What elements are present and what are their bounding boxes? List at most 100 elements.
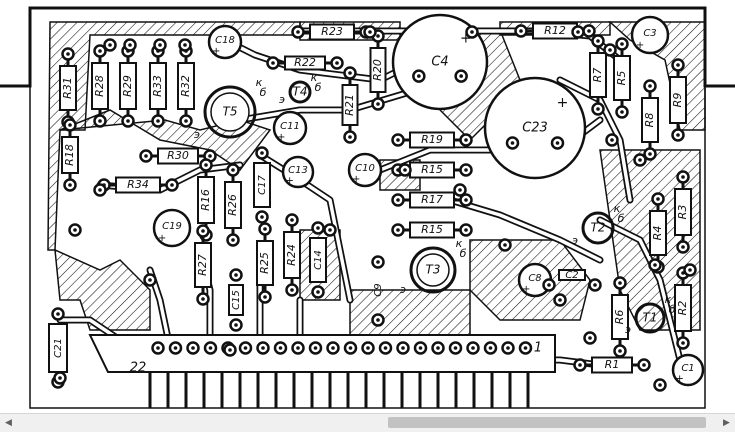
resistor-label: R18 <box>63 144 76 166</box>
transistor-label: T1 <box>643 311 658 325</box>
horizontal-scrollbar[interactable]: ◀ ▶ <box>0 413 735 432</box>
resistor-label: R25 <box>258 252 271 274</box>
transistor-t3: T3 э бк <box>400 237 467 296</box>
scroll-left-button[interactable]: ◀ <box>0 414 17 432</box>
capacitor-label: C21 <box>53 338 64 358</box>
resistor-r27: R27 <box>194 224 212 306</box>
capacitor-label: C18 <box>215 35 235 46</box>
resistor-label: R19 <box>421 133 443 146</box>
polarity-mark: + <box>636 40 644 51</box>
polarity-mark: + <box>286 175 294 186</box>
resistor-r12: R12 <box>514 22 596 40</box>
resistor-label: R29 <box>121 75 134 97</box>
resistor-label: R16 <box>199 189 212 211</box>
scroll-right-button[interactable]: ▶ <box>718 414 735 432</box>
capacitor-label: C13 <box>288 165 308 176</box>
resistor-label: R2 <box>676 301 689 316</box>
capacitor-label: C15 <box>231 290 242 310</box>
capacitor-c4: C4+ <box>391 13 489 111</box>
resistor-r18: R18 <box>61 118 79 192</box>
pin-label-emitter: э <box>279 93 285 106</box>
resistor-label: R22 <box>294 56 316 69</box>
resistor-label: R28 <box>93 75 106 97</box>
resistor-label: R8 <box>643 113 656 128</box>
arrow-left-icon: ◀ <box>5 418 12 428</box>
pin-label-emitter: э <box>572 234 578 247</box>
resistor-label: R20 <box>371 59 384 81</box>
resistor-r29: R29 <box>119 44 137 128</box>
pin-label-emitter: э <box>194 128 200 141</box>
resistor-label: R9 <box>671 93 684 108</box>
resistor-r21: R21 <box>341 66 359 144</box>
capacitor-label: C8 <box>528 273 541 284</box>
scrollbar-thumb[interactable] <box>388 417 706 428</box>
resistor-r15b: R15 <box>391 221 473 239</box>
capacitor-label: C2 <box>565 270 578 281</box>
capacitor-c15: C15 <box>228 268 244 332</box>
transistor-label: T3 <box>426 263 441 277</box>
resistor-label: R27 <box>196 254 209 276</box>
pin-label-base: б <box>460 247 467 260</box>
pin-label-collector: к <box>614 202 621 215</box>
resistor-r3: R3 <box>674 170 692 254</box>
resistor-label: R34 <box>127 178 149 191</box>
polarity-mark: + <box>676 373 684 384</box>
polarity-mark: + <box>212 46 220 57</box>
transistor-label: T2 <box>591 221 606 235</box>
polarity-mark: + <box>557 95 569 111</box>
pin-label-base: б <box>315 81 322 94</box>
capacitor-label: C3 <box>643 28 656 39</box>
resistor-label: R17 <box>421 193 443 206</box>
resistor-label: R30 <box>167 149 189 162</box>
pin-label-collector: к <box>311 71 318 84</box>
capacitor-label: C10 <box>355 163 375 174</box>
capacitor-c11: C11+ <box>272 110 308 146</box>
capacitor-label: C11 <box>280 121 300 132</box>
resistor-r24: R24 <box>283 213 301 297</box>
resistor-r2: R2 <box>674 266 692 350</box>
capacitor-c13: C13+ <box>281 155 315 189</box>
resistor-label: R15 <box>421 223 443 236</box>
polarity-mark: + <box>277 132 285 143</box>
capacitor-c1: C1+ <box>671 353 705 387</box>
resistor-r5: R5 <box>613 37 631 119</box>
pin-label-emitter: э <box>400 283 406 296</box>
resistor-r32: R32 <box>177 44 195 128</box>
capacitor-c17: C17 <box>253 146 271 224</box>
capacitor-label: C4 <box>431 55 448 70</box>
resistor-r28: R28 <box>91 44 109 128</box>
capacitor-c19: C19+ <box>152 208 192 248</box>
resistor-r6: R6 <box>611 276 629 358</box>
pin-label-collector: к <box>456 237 463 250</box>
resistor-label: R24 <box>285 244 298 266</box>
arrow-right-icon: ▶ <box>723 418 730 428</box>
resistor-label: R31 <box>61 77 74 99</box>
capacitor-c2: C2 <box>542 269 602 292</box>
capacitor-c23: C23 + <box>483 76 587 180</box>
pin-label-emitter: э <box>625 323 631 336</box>
pin-label-base: б <box>260 86 267 99</box>
pin-label-collector: к <box>256 76 263 89</box>
resistor-label: R23 <box>321 25 343 38</box>
capacitor-label: C19 <box>162 221 182 232</box>
resistor-r19: R19 <box>391 131 473 149</box>
resistor-r9: R9 <box>669 58 687 142</box>
capacitor-label: C14 <box>313 250 324 270</box>
pin-label-base: б <box>618 212 625 225</box>
polarity-mark: + <box>158 233 166 244</box>
capacitor-label: C23 <box>522 121 548 136</box>
resistor-label: R3 <box>676 205 689 220</box>
capacitor-label: C17 <box>257 175 268 195</box>
capacitor-c3: C3+ <box>630 15 670 55</box>
resistor-label: R7 <box>591 68 604 83</box>
capacitor-label: C1 <box>681 363 694 374</box>
resistor-label: R15 <box>421 163 443 176</box>
polarity-mark: + <box>522 284 530 295</box>
resistor-r7: R7 <box>589 34 607 116</box>
connector-pin-1-label: 1 <box>534 341 542 356</box>
resistor-r1: R1 <box>573 356 651 374</box>
